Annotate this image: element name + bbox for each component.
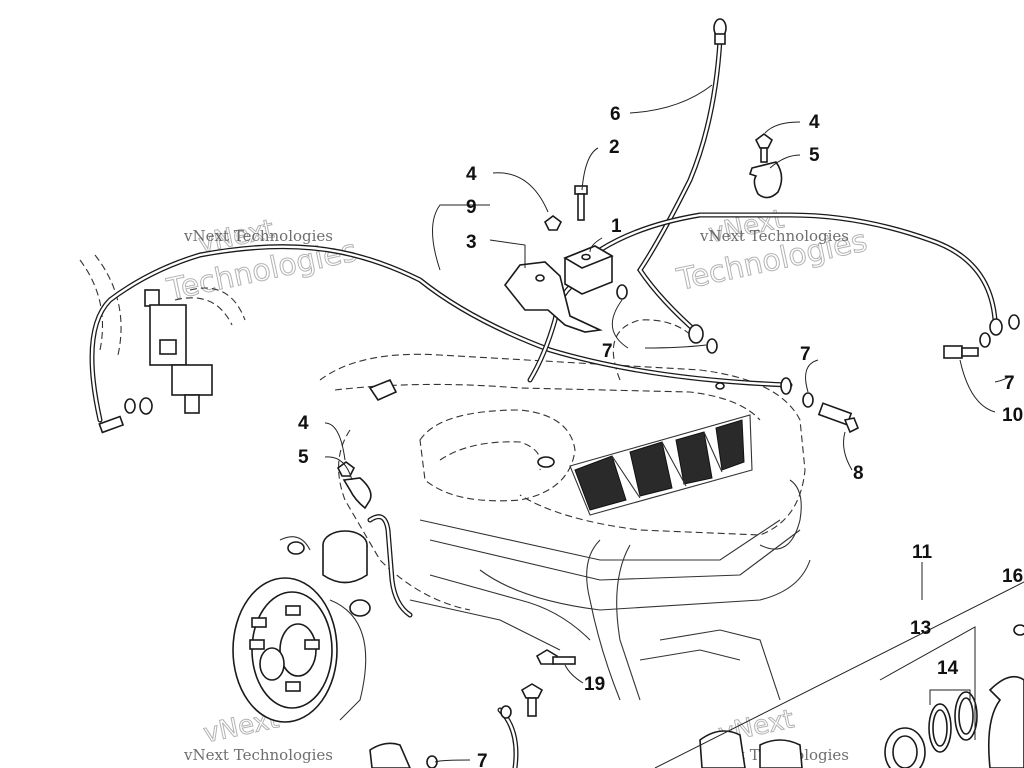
label-19: 19: [584, 674, 605, 695]
label-4-left: 4: [298, 413, 309, 434]
label-7-far-right: 7: [1004, 373, 1015, 394]
label-16: 16: [1002, 566, 1023, 587]
label-11: 11: [912, 542, 933, 563]
watermark-small-3: vNext Technologies: [183, 746, 333, 764]
label-3: 3: [466, 232, 477, 253]
label-8: 8: [853, 463, 864, 484]
brake-hoses: [89, 37, 998, 768]
watermark-small-1: vNext Technologies: [183, 227, 333, 245]
leader-lines: [324, 84, 1024, 768]
vehicle-frame: [79, 254, 811, 701]
label-4-upper-left: 4: [466, 164, 477, 185]
label-10: 10: [1002, 405, 1023, 426]
label-1: 1: [611, 216, 622, 237]
label-9: 9: [466, 197, 477, 218]
label-7-bottom: 7: [477, 751, 488, 768]
label-5-left: 5: [298, 447, 309, 468]
label-2: 2: [609, 137, 620, 158]
caliper-assembly: [699, 624, 1024, 768]
label-7-center: 7: [602, 341, 613, 362]
watermark-small-2: vNext Technologies: [699, 227, 849, 245]
fittings: [98, 18, 1020, 768]
label-14: 14: [937, 658, 959, 679]
front-grille: [569, 414, 753, 516]
wheel-hub: [232, 530, 371, 723]
label-13: 13: [910, 618, 931, 639]
label-7-right: 7: [800, 344, 811, 365]
label-6: 6: [610, 104, 621, 125]
label-4-upper-right: 4: [809, 112, 820, 133]
callout-labels: 1 2 3 4 4 4 5 5 6 7 7 7 7 8 9 10 11 13 1…: [298, 104, 1023, 768]
label-5-upper-right: 5: [809, 145, 820, 166]
